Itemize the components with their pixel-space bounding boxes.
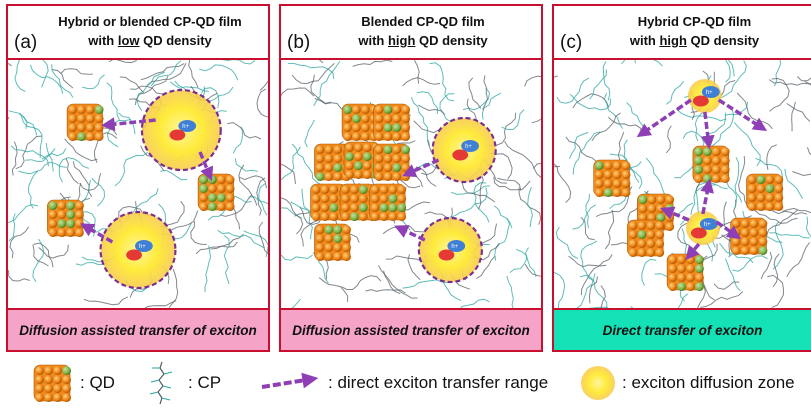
quantum-dot: [746, 173, 784, 212]
panel-b-letter: (b): [287, 32, 311, 53]
quantum-dot: [373, 143, 411, 182]
quantum-dot: [373, 103, 411, 142]
exciton-transfer-arrow: [715, 220, 742, 240]
exciton-label: h+: [706, 90, 713, 96]
panel-b-header: (b) Blended CP-QD film with high QD dens…: [281, 6, 541, 60]
quantum-dot: [197, 173, 235, 212]
exciton-diffusion-zone: h+: [417, 216, 483, 284]
legend-zone: : exciton diffusion zone: [578, 356, 795, 410]
exciton-label: h+: [465, 144, 472, 150]
panel-a-header: (a) Hybrid or blended CP-QD film with lo…: [8, 6, 268, 60]
panel-b-title: Blended CP-QD film with high QD density: [311, 12, 535, 50]
quantum-dot: [627, 219, 665, 258]
panel-a-illustration: h+ h+: [8, 60, 268, 310]
exciton-diffusion-zone: h+: [431, 116, 497, 184]
exciton-transfer-arrow: [717, 98, 768, 132]
exciton-diffusion-zone: h+: [99, 210, 177, 290]
panel-c-letter: (c): [560, 32, 583, 53]
exciton-diffusion-zone: h+: [687, 79, 722, 113]
panel-a-title-line2: with low QD density: [88, 33, 212, 48]
panel-a-caption: Diffusion assisted transfer of exciton: [8, 308, 268, 350]
diffusion-zone-icon: [581, 366, 615, 400]
legend: : QD : CP : direct exciton transfer rang…: [0, 356, 811, 410]
legend-cp-label: : CP: [188, 373, 222, 392]
panel-c-title: Hybrid CP-QD film with high QD density: [584, 12, 805, 50]
panel-b: (b) Blended CP-QD film with high QD dens…: [279, 4, 543, 352]
exciton-transfer-arrow: [394, 225, 426, 242]
exciton-label: h+: [451, 244, 458, 250]
panel-a-title: Hybrid or blended CP-QD film with low QD…: [38, 12, 262, 50]
quantum-dot: [692, 145, 730, 184]
cp-polymer-icon: [149, 361, 173, 405]
legend-qd: : QD: [30, 356, 115, 410]
exciton-label: h+: [139, 244, 146, 250]
exciton-label: h+: [704, 222, 711, 228]
exciton-diffusion-zone: h+: [140, 88, 222, 172]
panel-c-header: (c) Hybrid CP-QD film with high QD densi…: [554, 6, 811, 60]
panel-b-title-line2: with high QD density: [358, 33, 488, 48]
exciton-diffusion-zone: h+: [685, 211, 720, 245]
exciton-transfer-arrow: [100, 117, 156, 132]
panel-c: (c) Hybrid CP-QD film with high QD densi…: [552, 4, 811, 352]
qd-icon: [33, 364, 72, 403]
exciton-transfer-arrow: [198, 151, 214, 182]
panel-b-title-line1: Blended CP-QD film: [361, 14, 485, 29]
panel-a-title-emphasis: low: [117, 33, 140, 48]
panel-c-title-emphasis: high: [659, 33, 687, 48]
exciton-transfer-arrow: [700, 178, 714, 215]
quantum-dot: [369, 183, 407, 222]
exciton-transfer-arrow: [660, 206, 690, 222]
panel-a-title-line1: Hybrid or blended CP-QD film: [58, 14, 242, 29]
panel-c-title-line2: with high QD density: [629, 33, 760, 48]
quantum-dot: [47, 199, 84, 238]
exciton-transfer-arrow: [685, 242, 701, 261]
panel-c-caption: Direct transfer of exciton: [554, 308, 811, 350]
exciton-transfer-arrow: [80, 223, 114, 244]
legend-cp: : CP: [140, 356, 221, 410]
panel-b-illustration: h+ h+: [281, 60, 541, 312]
transfer-arrow-icon: [261, 372, 319, 389]
legend-arrow-label: : direct exciton transfer range: [328, 373, 549, 392]
exciton-transfer-arrow: [636, 98, 692, 138]
legend-zone-label: : exciton diffusion zone: [622, 373, 795, 392]
quantum-dot: [341, 103, 379, 142]
exciton-transfer-arrow: [700, 111, 715, 150]
legend-qd-label: : QD: [80, 373, 115, 392]
legend-arrow: : direct exciton transfer range: [258, 356, 548, 410]
panel-a-letter: (a): [14, 32, 38, 53]
panel-c-illustration: h+ h+: [554, 60, 811, 312]
panel-a: (a) Hybrid or blended CP-QD film with lo…: [6, 4, 270, 352]
panel-b-caption: Diffusion assisted transfer of exciton: [281, 308, 541, 350]
panel-b-title-emphasis: high: [387, 33, 416, 48]
quantum-dot: [66, 103, 104, 142]
quantum-dot: [314, 223, 351, 262]
exciton-label: h+: [182, 124, 189, 130]
quantum-dot: [666, 253, 704, 292]
panel-c-title-line1: Hybrid CP-QD film: [637, 14, 752, 29]
quantum-dot: [33, 364, 72, 403]
quantum-dot: [593, 159, 631, 198]
exciton-transfer-arrow: [402, 158, 440, 178]
